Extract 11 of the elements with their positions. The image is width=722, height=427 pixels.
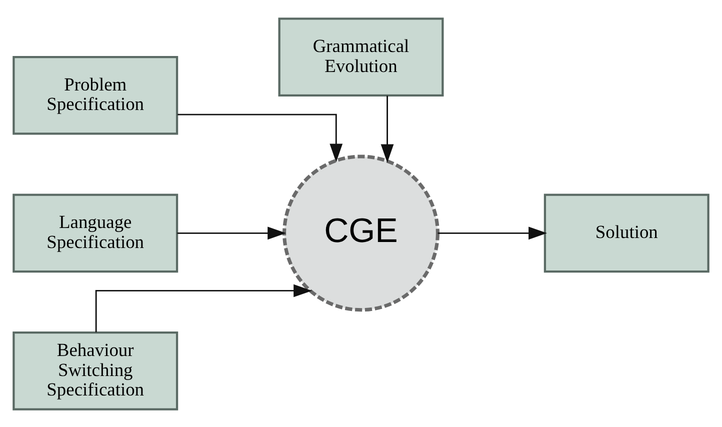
node-circle: CGE	[282, 154, 440, 312]
arrow	[177, 226, 286, 240]
node-box: Language Specification	[12, 193, 178, 272]
arrow	[178, 113, 343, 162]
node-box: Solution	[544, 193, 710, 272]
arrow	[380, 95, 394, 162]
node-box: Behaviour Switching Specification	[12, 331, 178, 410]
node-box: Problem Specification	[12, 55, 178, 134]
node-box: Grammatical Evolution	[278, 17, 444, 96]
arrow	[438, 226, 548, 240]
arrow	[95, 284, 312, 332]
